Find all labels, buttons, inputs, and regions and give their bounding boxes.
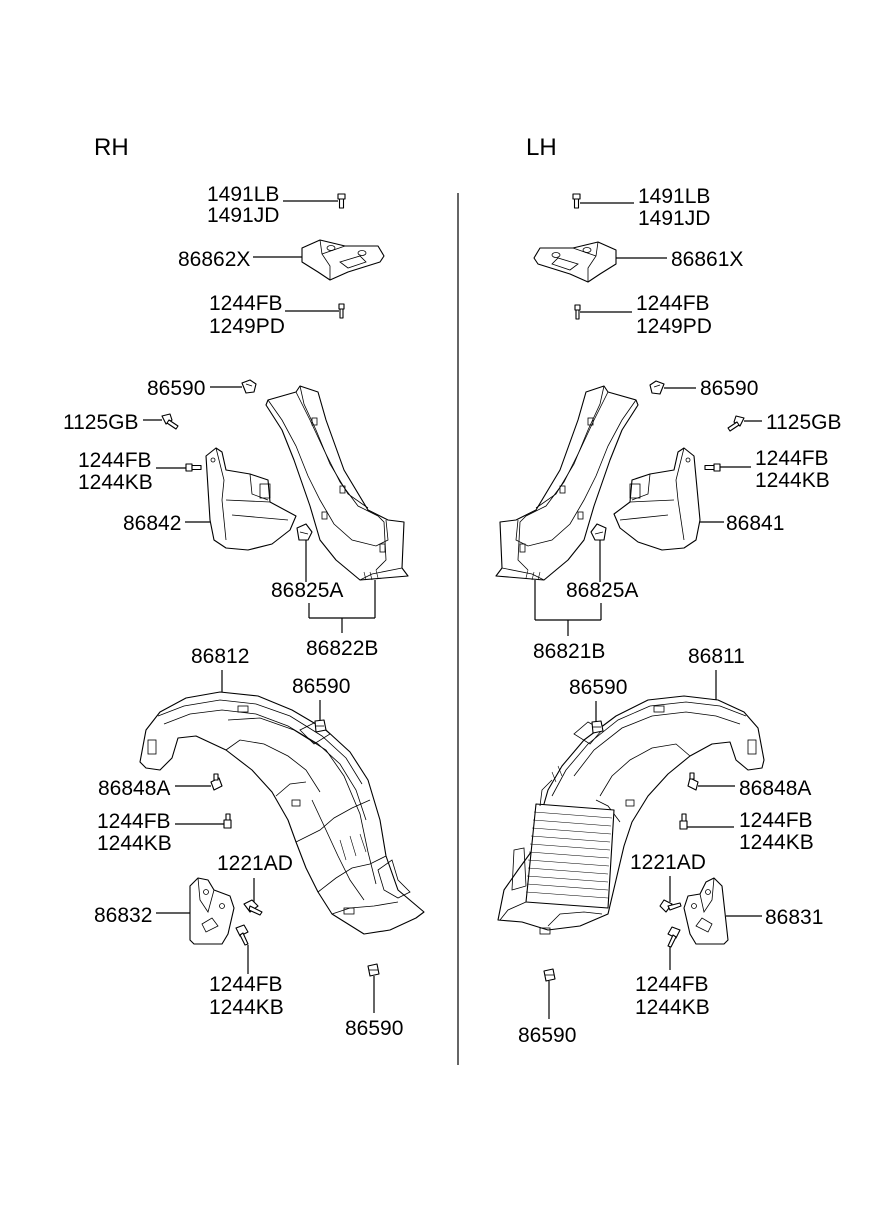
rh-label-1249pd: 1249PD — [209, 315, 285, 338]
lh-section: 1491LB 1491JD 86861X 1244FB 1249PD 86590 — [495, 185, 842, 1047]
rh-bolt-1221ad — [243, 899, 263, 916]
rh-label-1244kb-b: 1244KB — [78, 471, 153, 494]
lh-wheel-liner-86811 — [497, 695, 765, 935]
rh-bolt-1125gb — [161, 413, 179, 430]
rh-label-1244fb-a: 1244FB — [209, 292, 283, 315]
rh-label-1244fb-c: 1244FB — [97, 810, 171, 833]
lh-bolt-1125gb — [727, 415, 745, 432]
rh-screw-bottom — [235, 924, 249, 946]
rh-mud-flap-86842 — [205, 447, 297, 551]
rh-section: 1491LB 1491JD 86862X 1244FB 1249PD 86590 — [63, 183, 425, 1040]
lh-flap-liner-86821b — [495, 385, 639, 581]
lh-label-1244fb-b: 1244FB — [755, 447, 829, 470]
rh-label-86590-c: 86590 — [345, 1017, 403, 1040]
rh-wheel-liner-86812 — [139, 691, 425, 935]
rh-label-86590-a: 86590 — [147, 377, 205, 400]
rh-label-86812: 86812 — [191, 645, 249, 668]
rh-label-1244kb-d: 1244KB — [209, 996, 284, 1019]
lh-label-1244kb-d: 1244KB — [635, 996, 710, 1019]
rh-label-86825a: 86825A — [271, 579, 343, 602]
rh-label-1244fb-d: 1244FB — [209, 973, 283, 996]
rh-bolt-1491 — [337, 193, 346, 209]
lh-label-86821b: 86821B — [533, 640, 605, 663]
rh-label-1125gb: 1125GB — [63, 411, 139, 434]
rh-bracket-86862x — [301, 239, 385, 281]
lh-screw-flap — [704, 463, 721, 472]
lh-pin-86848a — [687, 772, 699, 791]
lh-clip-liner — [591, 720, 604, 734]
lh-label-1244fb-a: 1244FB — [636, 292, 710, 315]
lh-bolt-1491 — [572, 193, 581, 209]
rh-pin-86848a — [210, 773, 223, 791]
lh-label-86831: 86831 — [765, 906, 823, 929]
lh-label-86590-c: 86590 — [518, 1024, 576, 1047]
rh-label-86862x: 86862X — [178, 248, 250, 271]
lh-label-1491lb: 1491LB — [638, 185, 710, 208]
rh-screw-flap — [185, 463, 202, 472]
lh-label-1244kb-b: 1244KB — [755, 469, 830, 492]
rh-clip-86825a — [296, 523, 313, 541]
lh-label-1244fb-c: 1244FB — [739, 809, 813, 832]
lh-label-1491jd: 1491JD — [638, 207, 710, 230]
lh-label-86590-b: 86590 — [569, 676, 627, 699]
lh-bracket-86861x — [533, 241, 617, 283]
lh-label-86841: 86841 — [726, 512, 784, 535]
rh-screw-1244fb — [338, 303, 345, 319]
lh-label-86825a: 86825A — [566, 579, 638, 602]
lh-bolt-1221ad — [659, 899, 682, 913]
lh-screw-1244fb — [574, 304, 581, 320]
rh-label-1491jd: 1491JD — [207, 204, 279, 227]
lh-screw-bottom — [667, 926, 681, 948]
rh-header: RH — [94, 134, 129, 161]
lh-label-1249pd: 1249PD — [636, 315, 712, 338]
lh-label-86811: 86811 — [688, 645, 745, 668]
rh-clip-86590 — [241, 379, 257, 394]
rh-label-1244kb-c: 1244KB — [97, 832, 172, 855]
lh-label-86590-a: 86590 — [700, 377, 758, 400]
lh-clip-bottom — [543, 968, 556, 982]
lh-screw-liner — [679, 813, 688, 830]
lh-label-1221ad: 1221AD — [630, 851, 706, 874]
lh-label-86861x: 86861X — [671, 248, 743, 271]
lh-label-1244kb-c: 1244KB — [739, 831, 814, 854]
lh-header: LH — [526, 134, 557, 161]
rh-screw-liner — [223, 813, 232, 829]
rh-label-1244fb-b: 1244FB — [78, 449, 152, 472]
lh-clip-86825a — [590, 523, 607, 541]
rh-label-86832: 86832 — [94, 904, 152, 927]
rh-label-1491lb: 1491LB — [207, 183, 279, 206]
lh-label-86848a: 86848A — [739, 777, 811, 800]
lh-label-1125gb: 1125GB — [766, 411, 842, 434]
rh-flap-liner-86822b — [265, 385, 409, 581]
lh-mud-flap-86841 — [613, 447, 701, 551]
rh-guard-86832 — [189, 877, 235, 945]
rh-clip-liner — [314, 719, 327, 733]
rh-label-86822b: 86822B — [306, 637, 378, 660]
rh-clip-bottom — [367, 963, 380, 977]
rh-label-86590-b: 86590 — [292, 675, 350, 698]
rh-label-86842: 86842 — [123, 512, 181, 535]
rh-label-86848a: 86848A — [98, 777, 170, 800]
lh-guard-86831 — [683, 877, 729, 945]
lh-clip-86590 — [649, 380, 665, 395]
lh-label-1244fb-d: 1244FB — [635, 973, 709, 996]
rh-label-1221ad: 1221AD — [217, 852, 293, 875]
